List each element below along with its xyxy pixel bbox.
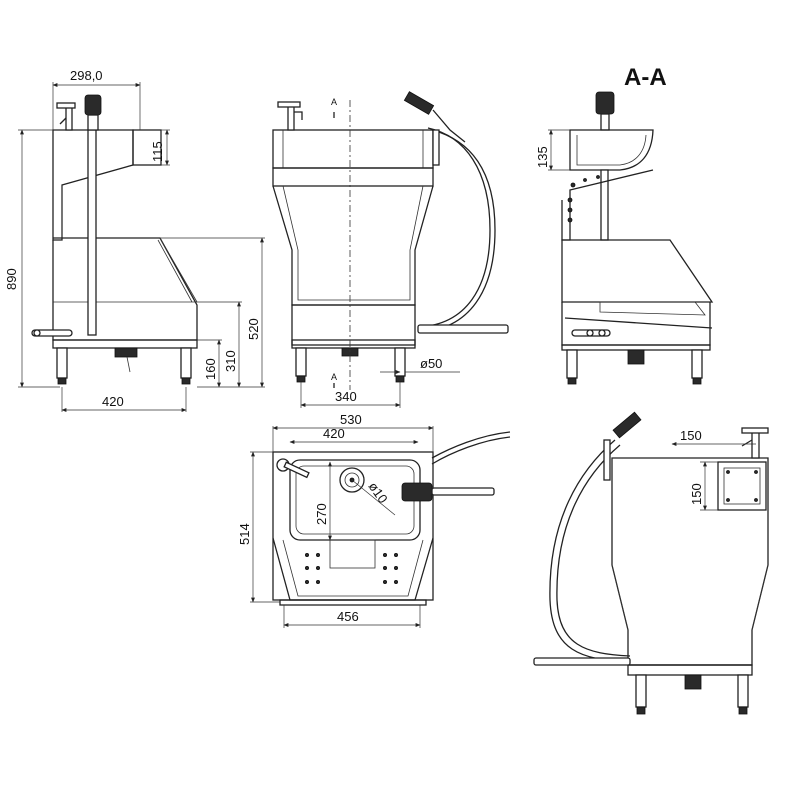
top-view: [272, 431, 511, 606]
dim-115: 115: [150, 141, 165, 162]
dim-160: 160: [203, 358, 218, 380]
dim-420-side: 420: [102, 394, 124, 409]
rear-view: [533, 411, 769, 715]
dim-520: 520: [246, 318, 261, 340]
dim-420-top: 420: [323, 426, 345, 441]
dim-310: 310: [223, 350, 238, 372]
dim-340: 340: [335, 389, 357, 404]
dim-270: 270: [314, 503, 329, 525]
cut-marker-top: A: [331, 97, 337, 107]
dim-dia-10: ø10: [366, 479, 391, 506]
side-view-dimensions: 298,0 890 115 520 310 160 420: [4, 68, 265, 412]
dim-298: 298,0: [70, 68, 103, 83]
side-view: [31, 94, 198, 385]
dim-456: 456: [337, 609, 359, 624]
top-view-dimensions: 530 420 514 270 ø10 456: [237, 412, 434, 628]
section-view: A-A: [561, 64, 714, 385]
dim-135: 135: [535, 146, 550, 168]
dim-dia-50: ø50: [420, 356, 442, 371]
section-view-dimensions: 135: [535, 129, 570, 171]
front-view-dimensions: 340 ø50: [300, 356, 460, 408]
dim-150-horizontal: 150: [680, 428, 702, 443]
dim-530: 530: [340, 412, 362, 427]
dim-514: 514: [237, 523, 252, 545]
section-label: A-A: [624, 64, 667, 91]
dim-150-vertical: 150: [689, 483, 704, 505]
dim-890: 890: [4, 268, 19, 290]
perforation-dots: [304, 553, 398, 585]
cut-marker-bottom: A: [331, 372, 337, 382]
front-view: A A: [272, 91, 509, 390]
rear-view-dimensions: 150 150: [671, 428, 756, 511]
